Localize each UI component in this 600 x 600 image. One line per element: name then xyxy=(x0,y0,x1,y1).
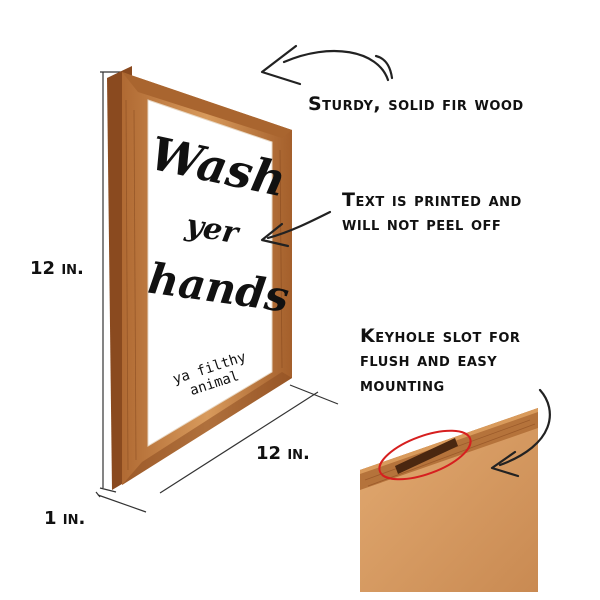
dimension-height-label: 12 in. xyxy=(30,258,84,279)
callout-keyhole-line2: flush and easy xyxy=(360,349,498,371)
dimension-width-label: 12 in. xyxy=(256,443,310,464)
dimension-lines xyxy=(95,71,339,513)
frame-bottom-rail xyxy=(122,372,292,485)
callout-text-line2: will not peel off xyxy=(342,213,502,235)
callout-wood: Sturdy, solid fir wood xyxy=(308,93,524,115)
callout-keyhole-line1: Keyhole slot for xyxy=(360,325,521,347)
keyhole-highlight-ring xyxy=(378,429,472,481)
callout-arrows xyxy=(260,44,551,478)
callout-keyhole-line3: mounting xyxy=(360,374,445,396)
sign-panel xyxy=(147,99,273,447)
keyhole-inset-photo xyxy=(360,402,538,592)
dimension-depth-label: 1 in. xyxy=(44,508,86,529)
callout-text-line1: Text is printed and xyxy=(342,189,522,211)
frame-top-rail xyxy=(122,72,292,138)
